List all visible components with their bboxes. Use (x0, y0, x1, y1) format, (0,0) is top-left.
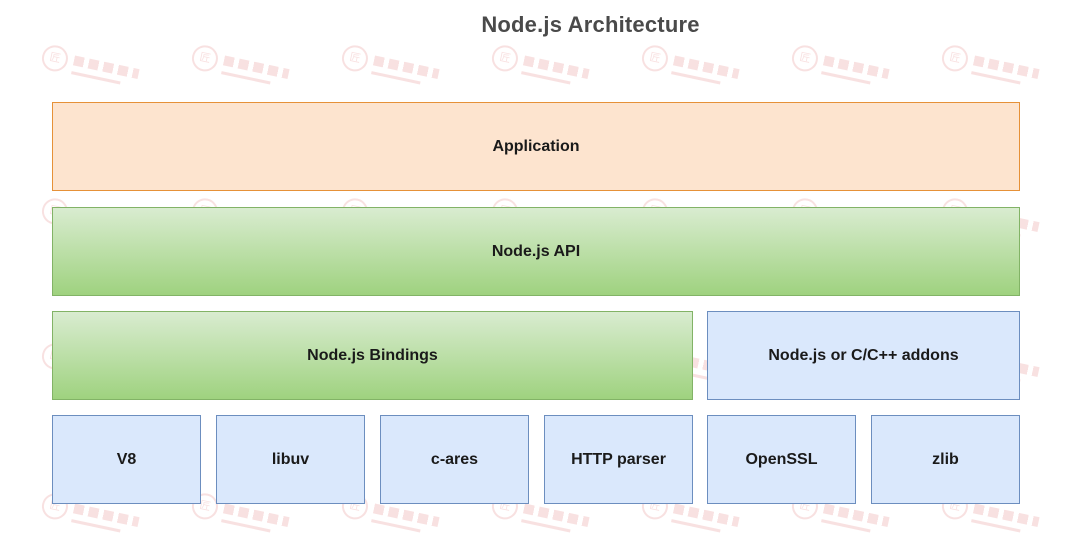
diagram-title: Node.js Architecture (481, 12, 700, 37)
addons-label: Node.js or C/C++ addons (768, 346, 959, 364)
nodejs-api-label: Node.js API (491, 242, 581, 260)
dependency-http-parser: HTTP parser (544, 415, 693, 504)
watermark-logo: 匠 (787, 41, 903, 103)
watermark-logo: 匠 (937, 41, 1053, 103)
dependency-c-ares: c-ares (380, 415, 529, 504)
watermark-logo: 匠 (637, 41, 753, 103)
watermark-logo: 匠 (487, 41, 603, 103)
watermark-logo: 匠 (37, 41, 153, 103)
dependency-label: OpenSSL (745, 450, 818, 468)
addons-layer: Node.js or C/C++ addons (707, 311, 1020, 400)
dependency-label: V8 (116, 450, 137, 468)
dependency-label: libuv (271, 450, 310, 468)
dependency-libuv: libuv (216, 415, 365, 504)
dependency-label: HTTP parser (571, 450, 666, 468)
watermark-logo: 匠 (187, 41, 303, 103)
nodejs-bindings-layer: Node.js Bindings (52, 311, 693, 400)
dependency-v8: V8 (52, 415, 201, 504)
nodejs-bindings-label: Node.js Bindings (307, 346, 438, 364)
nodejs-api-layer: Node.js API (52, 207, 1020, 296)
watermark-logo: 匠 (337, 41, 453, 103)
dependency-openssl: OpenSSL (707, 415, 856, 504)
application-layer: Application (52, 102, 1020, 191)
dependency-label: c-ares (430, 450, 479, 468)
application-layer-label: Application (492, 137, 580, 155)
dependency-label: zlib (932, 450, 959, 468)
dependency-zlib: zlib (871, 415, 1020, 504)
